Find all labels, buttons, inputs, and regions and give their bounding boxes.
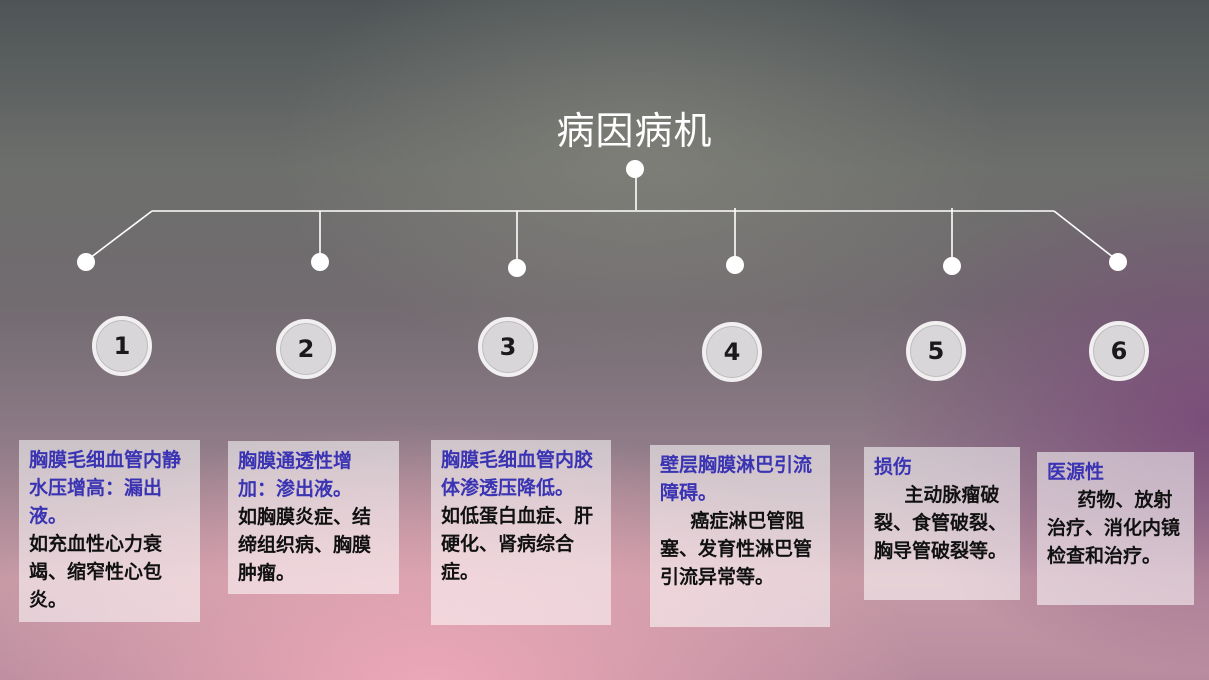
number-badge-3: 3 [478, 317, 538, 377]
node-dot-6 [1109, 253, 1127, 271]
cause-heading: 损伤 [874, 456, 913, 478]
cause-heading: 壁层胸膜淋巴引流障碍。 [660, 454, 813, 504]
cause-description: 如胸膜炎症、结缔组织病、胸膜肿瘤。 [238, 506, 372, 584]
cause-heading: 胸膜毛细血管内胶体渗透压降低。 [441, 449, 594, 499]
node-dot-2 [311, 253, 329, 271]
cause-heading: 胸膜毛细血管内静水压增高：漏出液。 [29, 449, 182, 527]
number-badge-2: 2 [276, 319, 336, 379]
cause-description: 药物、放射治疗、消化内镜检查和治疗。 [1047, 489, 1181, 567]
cause-description: 如低蛋白血症、肝硬化、肾病综合症。 [441, 505, 594, 583]
cause-card-1: 胸膜毛细血管内静水压增高：漏出液。 如充血性心力衰竭、缩窄性心包炎。 [19, 440, 200, 622]
number-badge-4: 4 [702, 322, 762, 382]
cause-card-5: 损伤 主动脉瘤破裂、食管破裂、胸导管破裂等。 [864, 447, 1020, 600]
node-dot-3 [508, 259, 526, 277]
slide-title: 病因病机 [556, 109, 713, 153]
number-badge-5: 5 [906, 321, 966, 381]
cause-card-4: 壁层胸膜淋巴引流障碍。 癌症淋巴管阻塞、发育性淋巴管引流异常等。 [650, 445, 830, 627]
branch-line-6 [1053, 210, 1119, 262]
cause-description: 主动脉瘤破裂、食管破裂、胸导管破裂等。 [874, 484, 1008, 562]
cause-card-3: 胸膜毛细血管内胶体渗透压降低。 如低蛋白血症、肝硬化、肾病综合症。 [431, 440, 611, 625]
root-dot [626, 160, 644, 178]
node-dot-1 [77, 253, 95, 271]
cause-heading: 胸膜通透性增加：渗出液。 [238, 450, 353, 500]
cause-heading: 医源性 [1047, 461, 1105, 483]
node-dot-4 [726, 256, 744, 274]
cause-description: 癌症淋巴管阻塞、发育性淋巴管引流异常等。 [660, 510, 813, 588]
number-badge-1: 1 [92, 316, 152, 376]
cause-description: 如充血性心力衰竭、缩窄性心包炎。 [29, 533, 163, 611]
cause-card-2: 胸膜通透性增加：渗出液。 如胸膜炎症、结缔组织病、胸膜肿瘤。 [228, 441, 399, 594]
number-badge-6: 6 [1089, 321, 1149, 381]
cause-card-6: 医源性 药物、放射治疗、消化内镜检查和治疗。 [1037, 452, 1194, 605]
node-dot-5 [943, 257, 961, 275]
branch-line-1 [85, 210, 153, 262]
